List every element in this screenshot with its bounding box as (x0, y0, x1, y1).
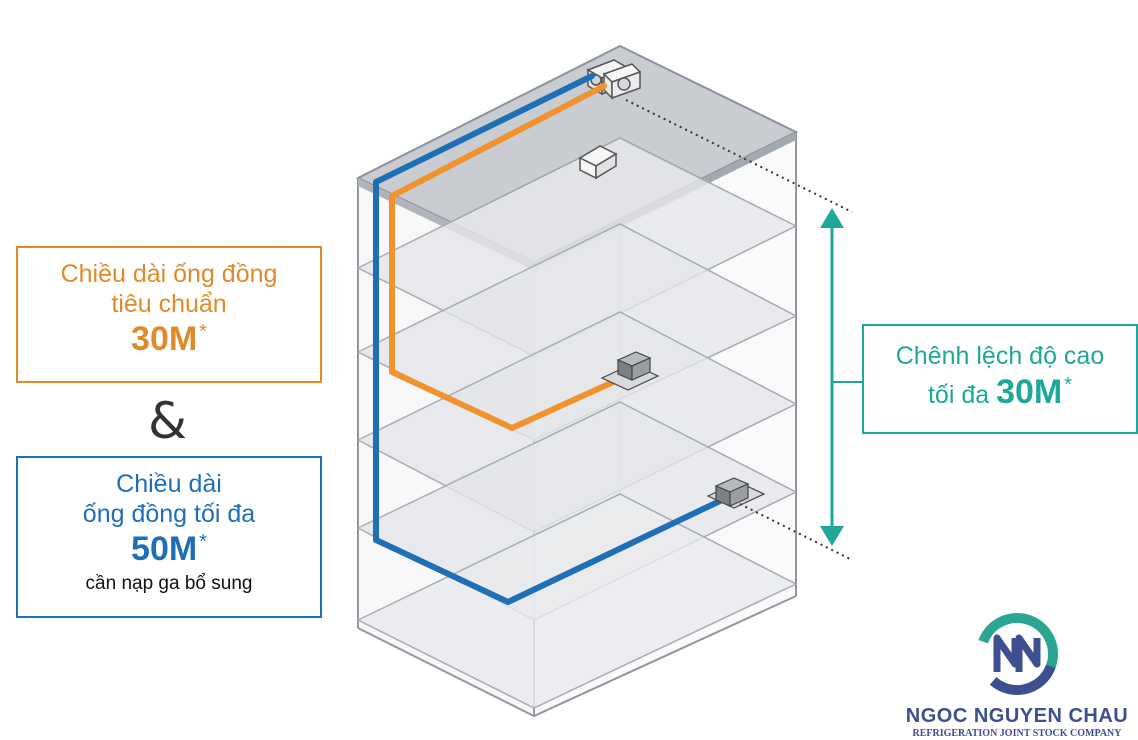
standard-value: 30M (131, 320, 198, 358)
company-logo: NGOC NGUYEN CHAU REFRIGERATION JOINT STO… (898, 612, 1136, 740)
side-wall (534, 132, 796, 716)
standard-line1: Chiều dài ống đồng (60, 260, 278, 288)
standard-line2: tiêu chuẩn (111, 289, 227, 318)
maximum-line2: ống đồng tối đa (82, 499, 256, 528)
maximum-pipe (373, 73, 725, 605)
height-line1: Chênh lệch độ cao (895, 342, 1105, 370)
height-value: 30M (996, 372, 1063, 411)
height-prefix: tối đa (927, 380, 990, 409)
standard-length-box: Chiều dài ống đồng tiêu chuẩn 30M* (16, 246, 322, 383)
maximum-note: cần nạp ga bổ sung (85, 573, 253, 595)
maximum-value: 50M (131, 530, 198, 568)
outdoor-unit (586, 59, 642, 100)
top-height-guide (625, 99, 853, 213)
standard-pipe (389, 83, 625, 431)
indoor-unit-upper (600, 351, 660, 391)
ampersand: & (148, 392, 187, 450)
height-footnote-mark: * (1064, 373, 1073, 396)
height-difference-box: Chênh lệch độ cao tối đa 30M* (862, 324, 1138, 434)
floor-slabs (356, 137, 798, 709)
standard-footnote-mark: * (199, 321, 207, 343)
indoor-unit-lower (706, 477, 766, 509)
logo-emblem-icon (976, 613, 1058, 695)
floor-slab-ground (356, 493, 798, 709)
logo-company-subtitle: REFRIGERATION JOINT STOCK COMPANY (912, 728, 1122, 739)
front-wall (358, 178, 534, 716)
maximum-footnote-mark: * (199, 531, 207, 553)
logo-company-name: NGOC NGUYEN CHAU (905, 705, 1129, 727)
maximum-line1: Chiều dài (116, 470, 222, 498)
maximum-length-box: Chiều dài ống đồng tối đa 50M* cần nạp g… (16, 456, 322, 618)
height-arrow (820, 208, 864, 546)
roof-indoor-unit (578, 145, 618, 180)
